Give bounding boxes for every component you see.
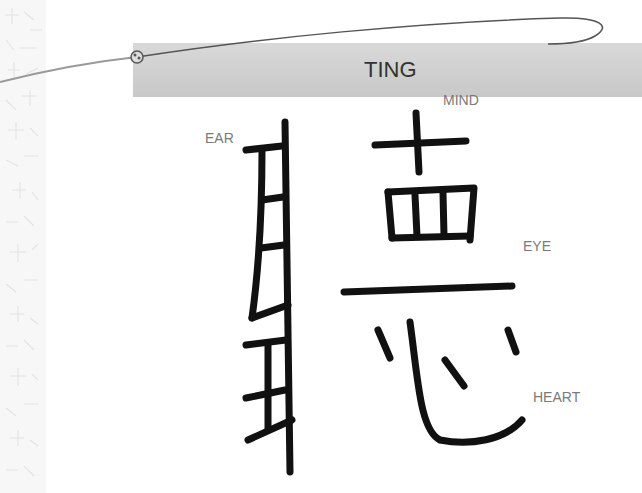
slide-title: TING xyxy=(364,57,417,83)
part-label: HEART xyxy=(533,389,580,405)
pattern-strip xyxy=(0,0,46,493)
part-label: MIND xyxy=(443,92,479,108)
part-label: EAR xyxy=(205,130,234,146)
part-label: EYE xyxy=(523,238,551,254)
